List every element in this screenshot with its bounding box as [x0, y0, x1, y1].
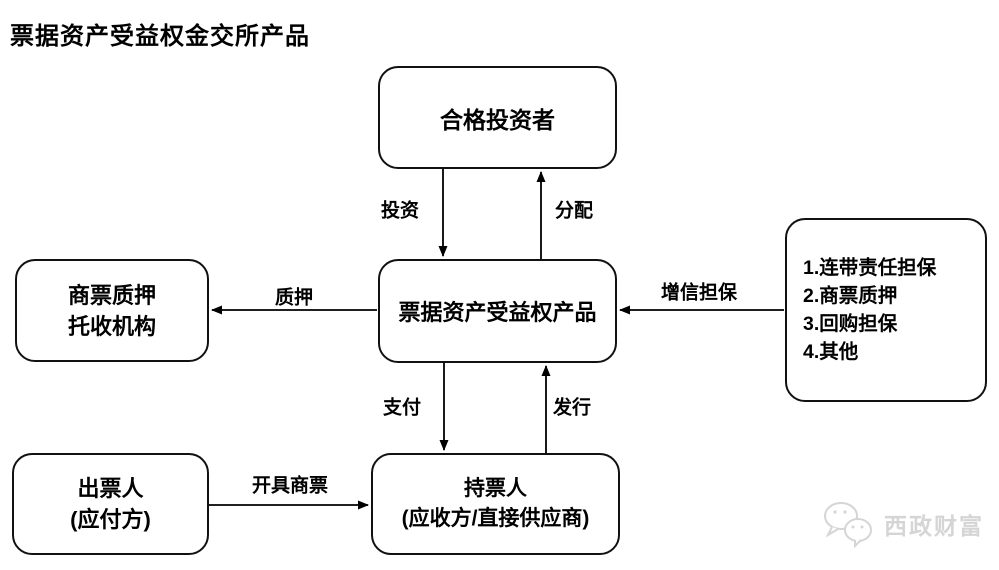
edge-label-draw-bill: 开具商票: [251, 475, 329, 497]
edge-label-credit-enhancement: 增信担保: [660, 282, 738, 304]
node-label-line: 商票质押: [67, 282, 156, 308]
node-label-line: 出票人: [77, 476, 144, 501]
node-label-line: 3.回购担保: [803, 313, 898, 335]
node-label-line: (应收方/直接供应商): [401, 507, 590, 530]
edge-label-pay: 支付: [382, 397, 422, 419]
diagram-title: 票据资产受益权金交所产品: [10, 23, 310, 50]
node-credit-enhancement-options: 1.连带责任担保 2.商票质押 3.回购担保 4.其他: [785, 218, 987, 402]
watermark-text: 西政财富: [884, 513, 984, 539]
node-label-line: (应付方): [70, 507, 151, 532]
node-label-line: 4.其他: [803, 341, 859, 363]
node-drawer: 出票人 (应付方): [12, 453, 209, 555]
edge-label-invest: 投资: [380, 200, 420, 222]
node-product: 票据资产受益权产品: [378, 259, 617, 363]
edge-label-distribute: 分配: [554, 200, 594, 222]
edge-label-issue: 发行: [552, 397, 592, 419]
node-label-line: 2.商票质押: [803, 285, 898, 307]
node-label-line: 1.连带责任担保: [803, 257, 937, 279]
node-label-line: 持票人: [464, 477, 527, 500]
edge-label-pledge: 质押: [274, 287, 314, 309]
node-label-line: 合格投资者: [440, 106, 555, 133]
node-label-line: 托收机构: [67, 313, 156, 339]
node-qualified-investor: 合格投资者: [378, 66, 617, 169]
node-label-line: 票据资产受益权产品: [398, 300, 597, 325]
node-holder: 持票人 (应收方/直接供应商): [371, 453, 620, 555]
node-pledge-collection-agency: 商票质押 托收机构: [15, 259, 209, 362]
wechat-icon: [824, 502, 872, 548]
watermark: 西政财富: [822, 500, 984, 548]
